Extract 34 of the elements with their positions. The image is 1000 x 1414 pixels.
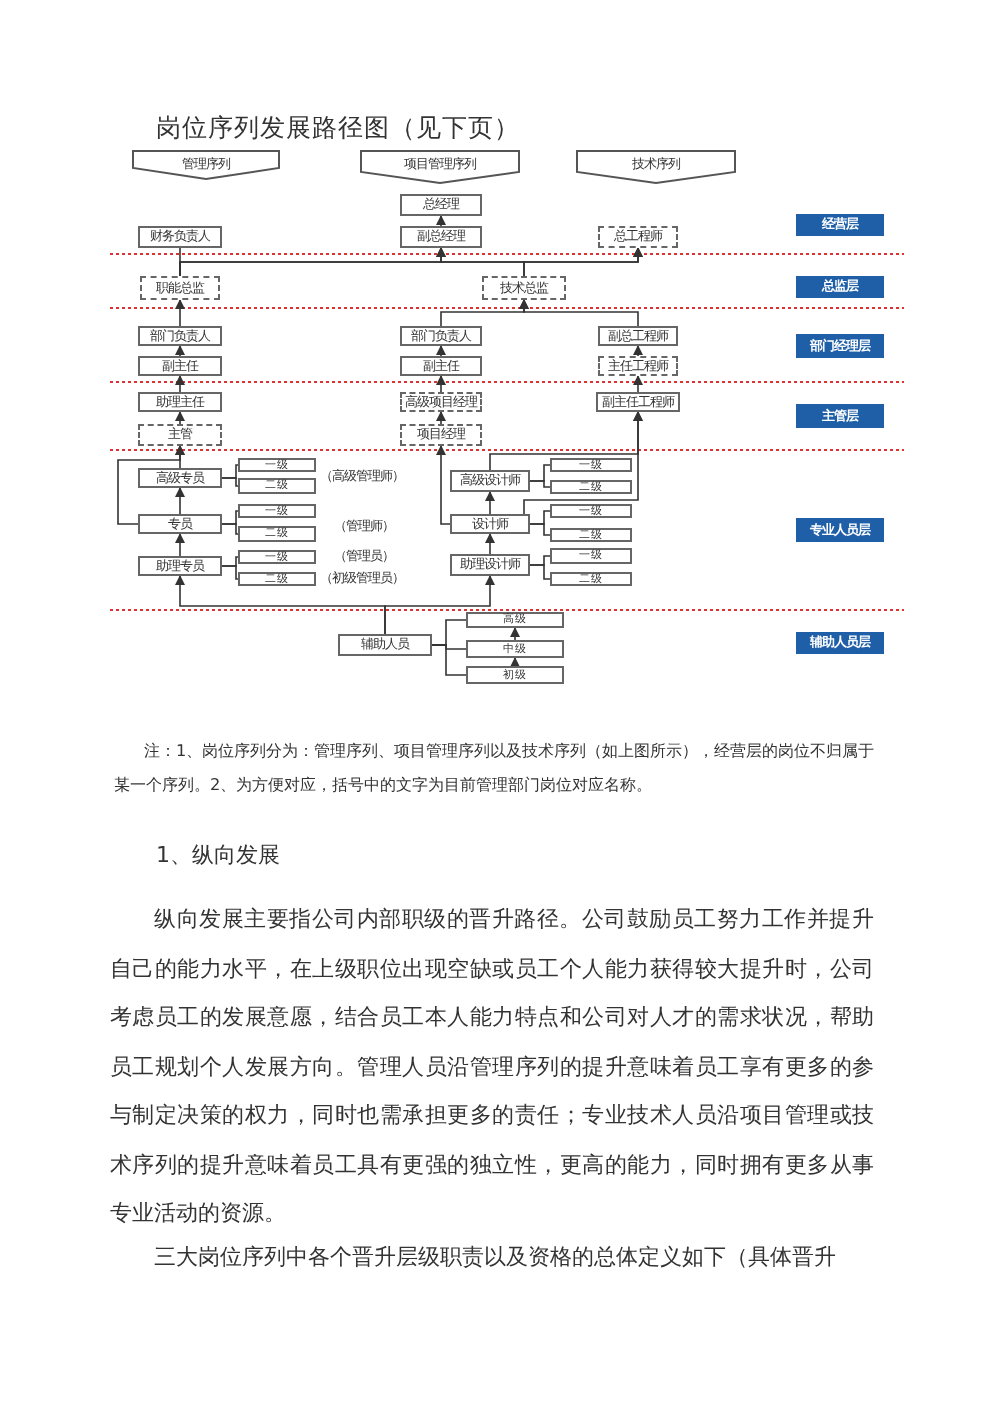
arrow	[436, 411, 446, 425]
connector-line	[529, 480, 551, 488]
arrow	[485, 533, 495, 555]
arrow	[175, 345, 185, 357]
footnote: 注：1、岗位序列分为：管理序列、项目管理序列以及技术序列（如上图所示），经营层的岗位不归属于某一个序列。2、为方便对应，括号中的文字为目前管理部门岗位对应名称。	[114, 738, 877, 798]
arrow	[633, 375, 643, 393]
arrow	[485, 491, 495, 515]
arrow	[436, 215, 446, 227]
arrow	[384, 575, 495, 635]
arrow	[175, 533, 185, 557]
arrow	[175, 375, 185, 393]
body-paragraph: 三大岗位序列中各个晋升层级职责以及资格的总体定义如下（具体晋升	[152, 1242, 838, 1272]
diagram-title: 岗位序列发展路径图（见下页）	[156, 112, 520, 146]
arrow	[436, 345, 446, 357]
arrow	[510, 627, 520, 641]
arrow	[633, 345, 643, 357]
arrow	[175, 299, 185, 327]
connector-line	[221, 477, 239, 487]
arrow	[436, 375, 446, 393]
connector-line	[529, 523, 551, 536]
connector-line	[221, 565, 239, 580]
connector-line	[529, 564, 551, 580]
arrow	[523, 411, 643, 515]
connector-line	[431, 644, 467, 676]
arrow	[436, 445, 451, 525]
arrow	[510, 657, 520, 667]
connector-line	[221, 523, 239, 535]
body-paragraph: 纵向发展主要指公司内部职级的晋升路径。公司鼓励员工努力工作并提升自己的能力水平，在上级职位出现空缺或员工个人能力获得较大提升时，公司考虑员工的发展意愿，结合员工本人能力特点和公司对人才的需求状况，帮助员工规划个人发展方向。管理人员沿管理序列的提升意味着员工享有更多的参与制定决策的权力，同时也需承担更多的责任；专业技术人员沿项目管理或技术序列的提升意味着员工具有更强的独立性，更高的能力，同时拥有更多从事专业活动的资源。	[110, 904, 874, 1230]
arrow	[117, 445, 185, 525]
arrow	[175, 411, 185, 425]
arrow	[523, 247, 643, 277]
arrow	[175, 487, 185, 515]
arrow	[519, 299, 639, 327]
section-heading: 1、纵向发展	[156, 840, 280, 870]
